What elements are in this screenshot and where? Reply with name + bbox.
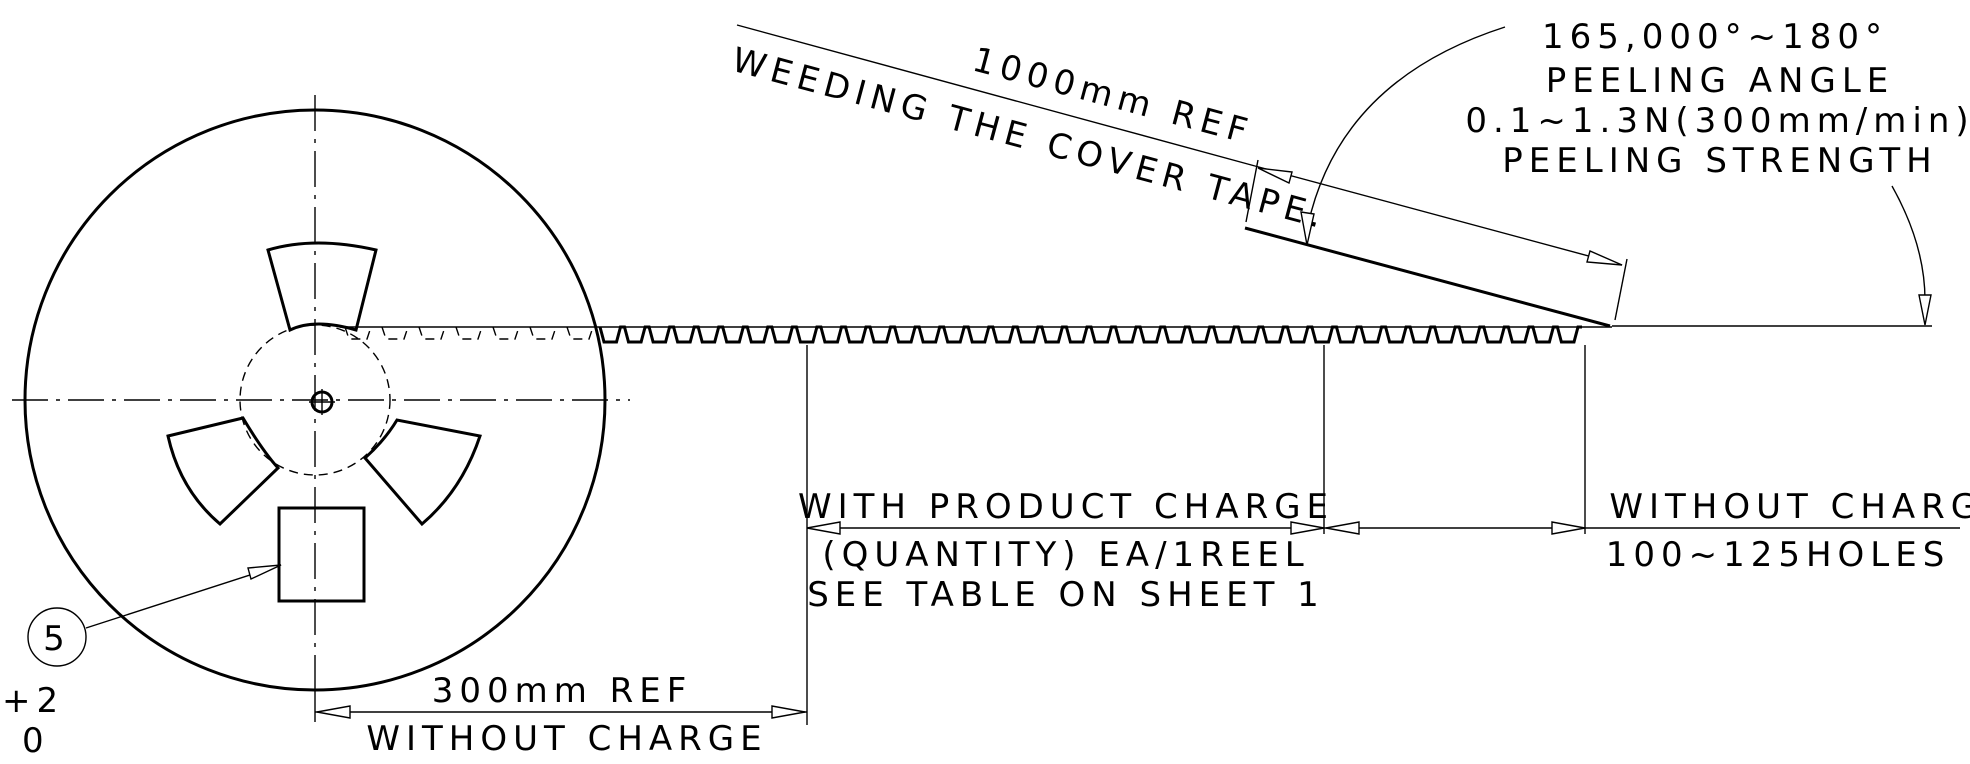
lower-dimensions [314,345,1960,725]
arrowhead-arc-right [1918,294,1932,326]
reel [12,95,630,692]
arrowhead-arc-left [1300,211,1315,246]
dimension-1000mm [736,24,1628,321]
balloon-5: 5 [27,564,282,667]
arrowhead-1000-left [1257,167,1293,184]
peel-force-text: 0.1~1.3N(300mm/min) [1465,101,1970,141]
with-product-text: WITH PRODUCT CHARGE [798,487,1334,527]
balloon-number: 5 [43,619,71,659]
reel-center-symbol [309,389,335,415]
tolerance-zero-text: 0 [22,721,50,761]
reel-label-box [277,506,366,603]
holes-text: 100~125HOLES [1606,535,1951,575]
cover-tape [1244,226,1611,328]
without-charge-bottom-text: WITHOUT CHARGE [366,719,767,759]
tape-pockets [598,325,1582,344]
spoke-window-left [166,416,281,527]
peeling-angle-arc [1300,26,1932,326]
tolerance-plus-text: +2 [2,681,64,721]
without-charge-right-text: WITHOUT CHARGE [1609,487,1970,527]
quantity-text: (QUANTITY) EA/1REEL [822,535,1309,575]
peeling-angle-text: PEELING ANGLE [1546,61,1895,101]
carrier-tape [340,325,1612,344]
balloon-circle [27,607,87,667]
peeling-strength-text: PEELING STRENGTH [1502,141,1937,181]
angle-value-text: 165,000°~180° [1542,17,1888,57]
ref-300-text: 300mm REF [432,671,693,711]
spoke-window-top [266,241,378,333]
spoke-window-right [362,418,482,527]
see-table-text: SEE TABLE ON SHEET 1 [807,575,1325,615]
arrowhead-1000-right [1586,250,1623,266]
tape-pockets-hidden [344,326,594,340]
